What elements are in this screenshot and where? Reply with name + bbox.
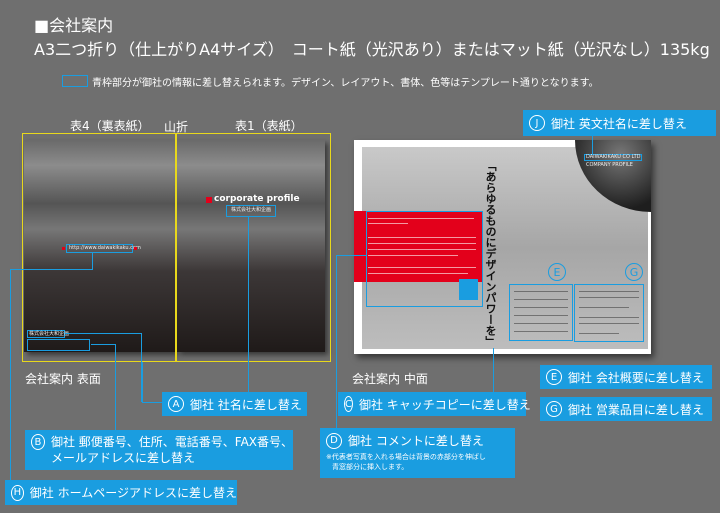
inner-caption: 会社案内 中面 [352,372,428,386]
circle-letter-d: D [326,432,342,449]
fold-label: 山折 [164,120,189,134]
english-sub: COMPANY PROFILE [586,162,633,168]
front-cover-label: 表1（表紙） [235,119,303,133]
legend-text: 青枠部分が御社の情報に差し替えられます。デザイン、レイアウト、書体、色等はテンプ… [92,78,599,89]
callout-j: J 御社 英文社名に差し替え [523,110,716,136]
circle-letter-b: B [31,434,45,450]
back-company-box: 株式会社大和企画 [27,330,70,338]
company-overview-box [509,284,573,341]
circle-letter-g: G [546,401,562,417]
front-cover-panel [177,140,325,352]
red-marker [62,247,65,250]
red-square [206,197,212,203]
callout-g: G 御社 営業品目に差し替え [540,397,712,421]
callout-b: B 御社 郵便番号、住所、電話番号、FAX番号、メールアドレスに差し替え [25,430,293,470]
page-title: ■会社案内 [34,16,114,35]
red-marker [134,247,137,250]
circle-letter-c: C [344,396,353,412]
callout-c-text: 御社 キャッチコピーに差し替え [358,397,531,412]
callout-d-text: 御社 コメントに差し替え [348,434,484,448]
callout-c: C 御社 キャッチコピーに差し替え [338,392,531,416]
circle-letter-e: E [546,369,562,385]
photo-window [459,279,478,300]
marker-g: G [625,263,643,281]
spec-text: A3二つ折り（仕上がりA4サイズ） コート紙（光沢あり）またはマット紙（光沢なし… [34,40,710,59]
callout-d-note2: 青窓部分に挿入します。 [332,463,409,471]
callout-d: D 御社 コメントに差し替え ※代表者写真を入れる場合は背景の赤部分を伸ばし青窓部分… [320,428,515,478]
circle-letter-h: H [11,484,24,501]
english-name-box: DAIWAKIKAKU CO LTD [584,154,642,161]
url-box: http://www.daiwakikaku.com [66,244,141,253]
callout-h-text: 御社 ホームページアドレスに差し替え [29,486,237,500]
back-cover-label: 表4（裏表紙） [70,119,150,133]
callout-g-text: 御社 営業品目に差し替え [568,402,704,417]
callout-b-text: 御社 郵便番号、住所、電話番号、FAX番号、 [50,435,293,449]
marker-e: E [548,263,566,281]
callout-h: H 御社 ホームページアドレスに差し替え [5,480,237,505]
corporate-profile-text: corporate profile [214,194,300,204]
callout-j-text: 御社 英文社名に差し替え [551,116,687,131]
fold-line [175,133,177,362]
red-band [354,211,482,282]
outer-caption: 会社案内 表面 [25,372,101,386]
callout-e: E 御社 会社概要に差し替え [540,365,712,389]
callout-a: A 御社 社名に差し替え [162,392,307,416]
back-address-box [27,339,90,351]
circle-letter-a: A [168,396,184,412]
callout-b-text2: メールアドレスに差し替え [50,451,195,465]
comment-box [366,211,483,307]
catch-copy: 「あらゆるものにデザインパワーを」 [484,160,497,347]
business-items-box [574,284,644,342]
callout-a-text: 御社 社名に差し替え [190,397,302,412]
front-company-box: 株式会社大和企画 [226,205,276,217]
circle-letter-j: J [529,115,545,131]
callout-d-note: ※代表者写真を入れる場合は背景の赤部分を伸ばし [326,453,486,461]
legend-box [62,75,88,87]
callout-e-text: 御社 会社概要に差し替え [568,370,704,385]
back-cover-panel [24,140,175,352]
